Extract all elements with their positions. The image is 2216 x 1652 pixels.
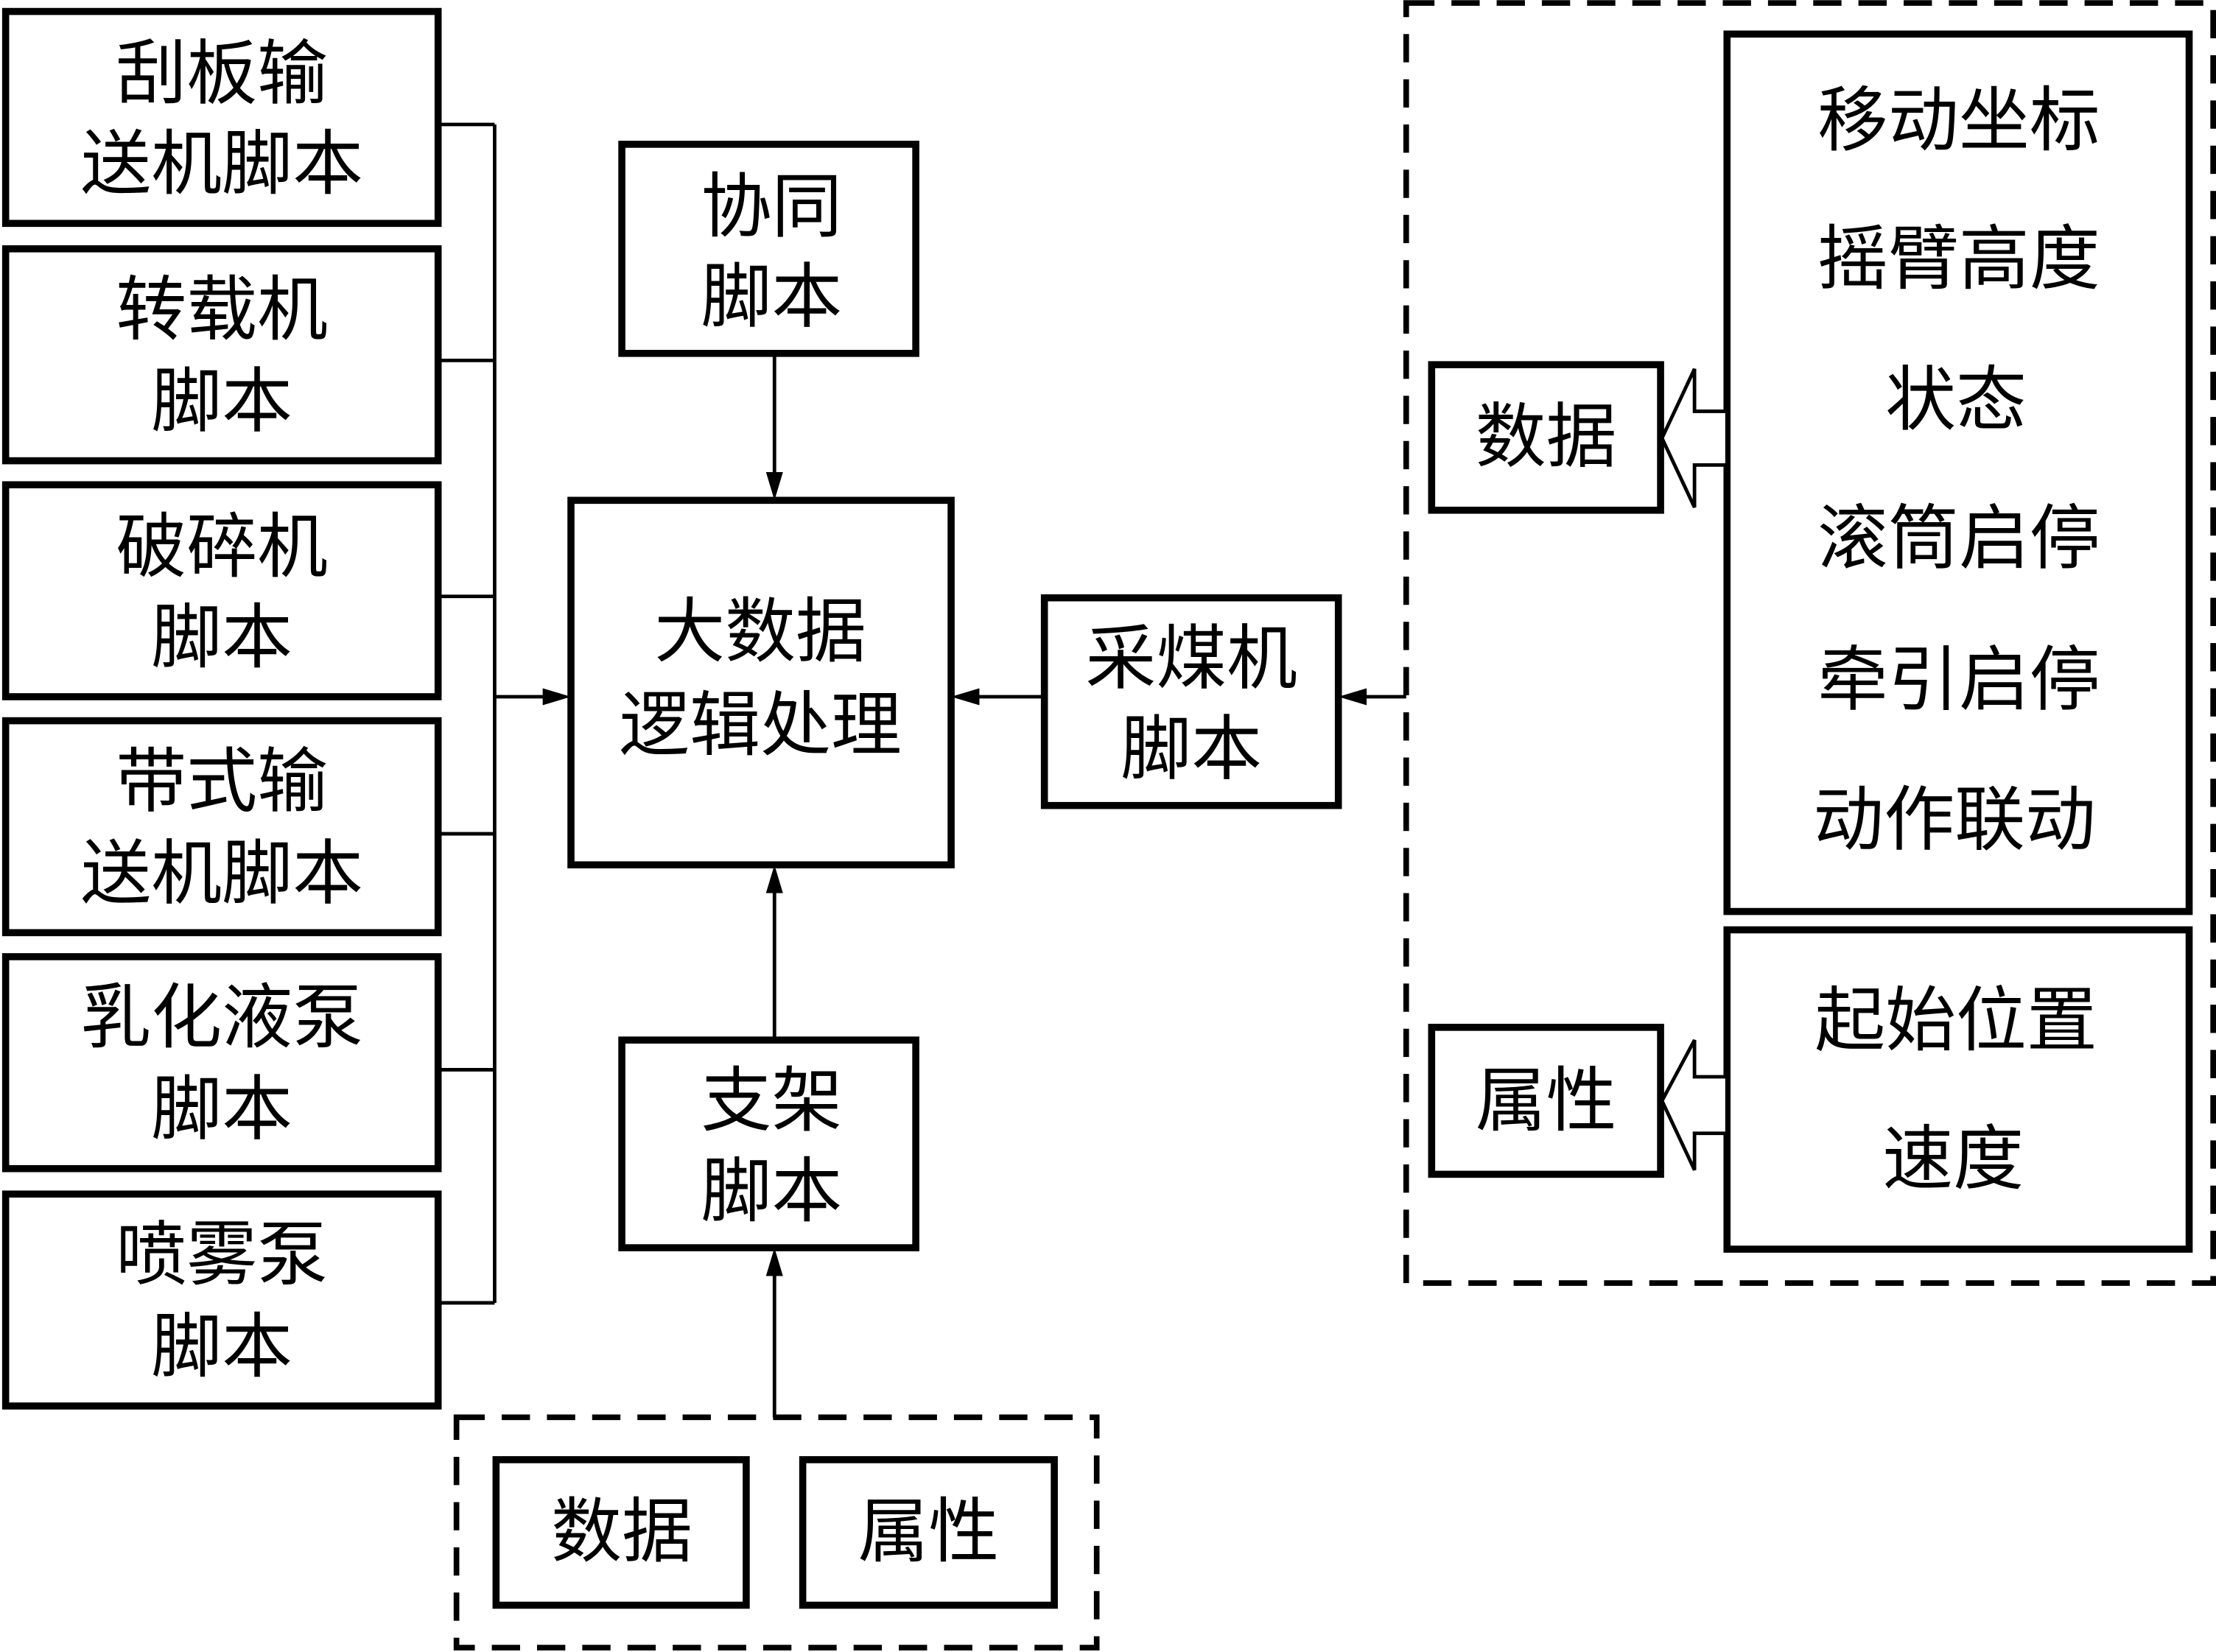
arrow-shearer-to-center: [951, 688, 980, 706]
hollow-arrow-attr-icon: [1660, 1039, 1729, 1171]
left-bus-connector: [438, 122, 552, 1305]
left-script-box-scraper-conveyor: 刮板输 送机脚本: [1, 7, 442, 228]
attr-item: 起始位置: [1814, 979, 2097, 1061]
hollow-arrow-data-icon: [1660, 368, 1729, 508]
data-item: 状态: [1885, 359, 2027, 441]
data-item: 摇臂高度: [1817, 217, 2100, 300]
data-item: 滚筒启停: [1817, 497, 2100, 580]
box-label-line: 送机脚本: [80, 832, 363, 915]
data-item: 移动坐标: [1817, 79, 2100, 161]
data-item: 牵引启停: [1817, 639, 2100, 721]
box-label-line: 脚本: [701, 1150, 843, 1232]
box-label-line: 喷雾泵: [116, 1214, 328, 1296]
box-label-line: 脚本: [151, 360, 292, 443]
box-label-line: 脚本: [1121, 708, 1262, 790]
box-label-line: 脚本: [151, 1068, 292, 1150]
arrow-support-to-center: [765, 865, 783, 893]
box-label-line: 带式输: [116, 740, 328, 823]
center-logic-box: 大数据 逻辑处理: [567, 496, 955, 869]
box-label-line: 乳化液泵: [80, 976, 363, 1058]
arrow-group-to-support: [765, 1248, 783, 1276]
box-label-line: 脚本: [151, 596, 292, 678]
center-label-line: 逻辑处理: [619, 683, 902, 766]
box-label-line: 支架: [701, 1060, 843, 1142]
left-script-box-belt-conveyor: 带式输 送机脚本: [1, 717, 442, 937]
center-label-line: 大数据: [654, 591, 866, 673]
support-attr-label: 属性: [858, 1491, 999, 1573]
left-script-box-transfer-machine: 转载机 脚本: [1, 245, 442, 465]
box-label-line: 送机脚本: [80, 123, 363, 205]
box-label-line: 脚本: [701, 256, 843, 338]
shearer-data-group: 移动坐标 摇臂高度 状态 滚筒启停 牵引启停 动作联动 数据 起始位置 速度 属…: [1403, 0, 2216, 1286]
support-data-group: 数据 属性: [453, 1414, 1100, 1651]
data-item: 动作联动: [1813, 778, 2096, 861]
left-script-box-spray-pump: 喷雾泵 脚本: [1, 1190, 442, 1410]
box-label-line: 采煤机: [1085, 617, 1297, 700]
cooperation-script-box: 协同 脚本: [618, 141, 919, 357]
shearer-data-label: 数据: [1476, 396, 1617, 478]
box-label-line: 刮板输: [116, 32, 328, 115]
attr-item: 速度: [1882, 1117, 2024, 1200]
box-label-line: 破碎机: [116, 506, 328, 588]
shearer-attr-label: 属性: [1476, 1060, 1617, 1142]
box-label-line: 脚本: [151, 1305, 292, 1388]
shearer-script-box: 采煤机 脚本: [1040, 594, 1342, 809]
arrow-left-bus-to-center: [542, 688, 572, 706]
arrow-cooperation-to-center: [765, 471, 783, 501]
box-label-line: 转载机: [116, 268, 328, 351]
support-data-label: 数据: [551, 1491, 692, 1573]
left-script-box-emulsion-pump: 乳化液泵 脚本: [1, 953, 442, 1173]
support-script-box: 支架 脚本: [618, 1036, 919, 1251]
box-label-line: 协同: [701, 165, 843, 247]
arrow-group-to-shearer: [1338, 688, 1367, 706]
left-script-box-crusher: 破碎机 脚本: [1, 481, 442, 700]
